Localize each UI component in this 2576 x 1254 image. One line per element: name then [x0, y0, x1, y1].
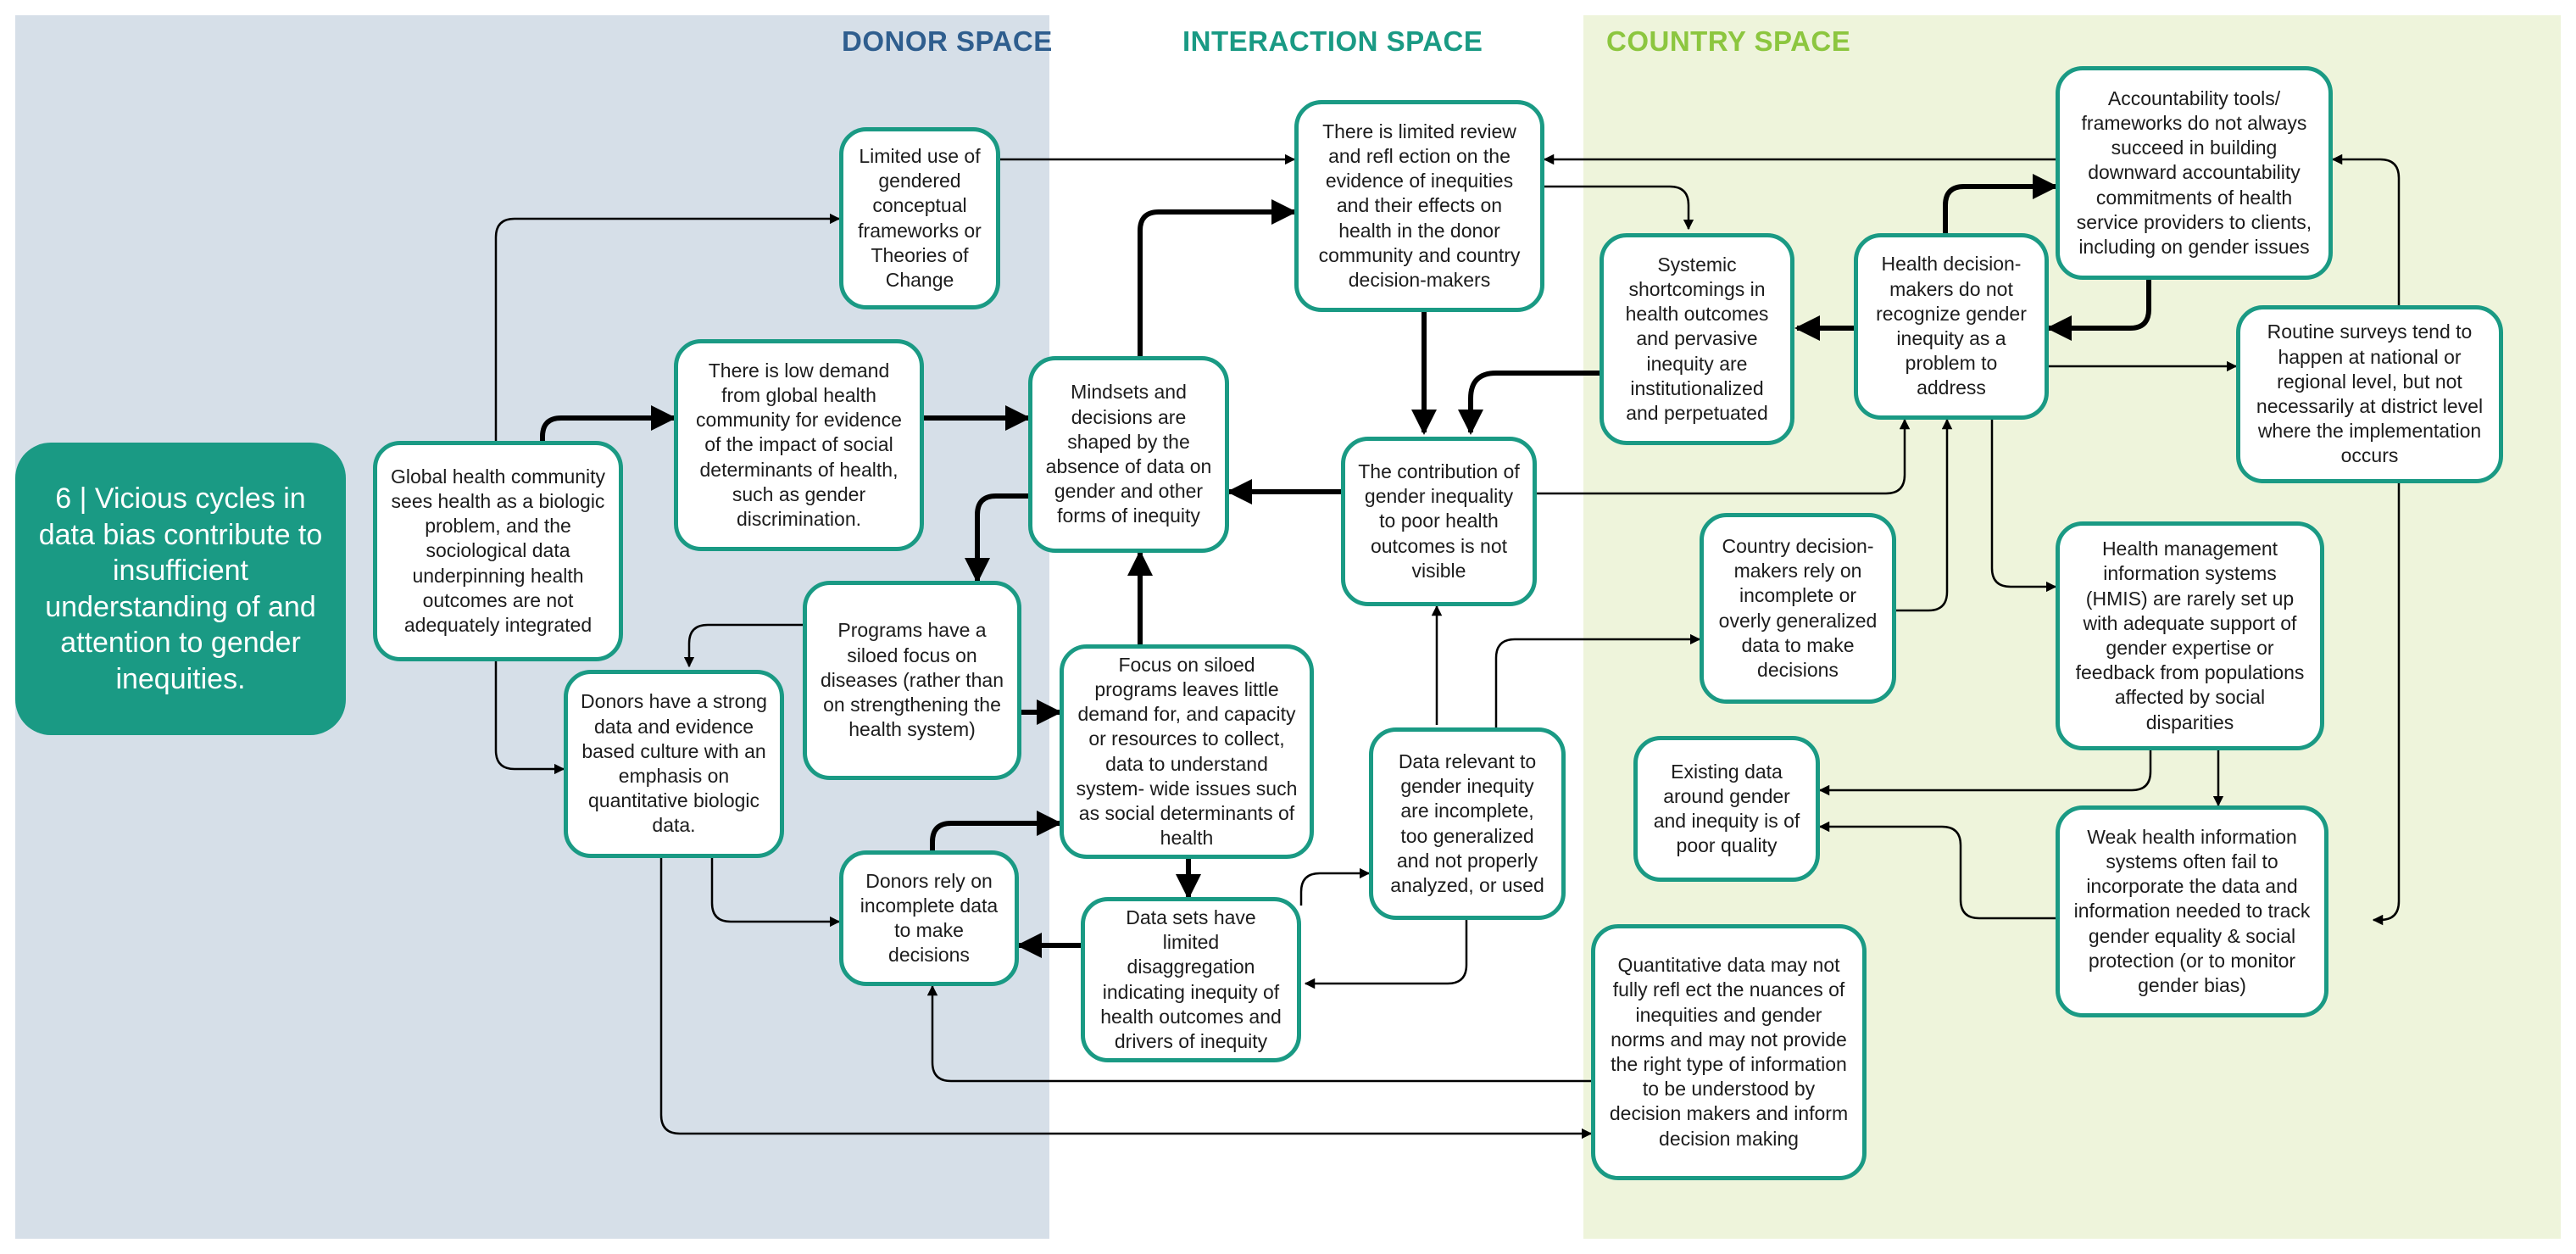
figure-title: 6 | Vicious cycles in data bias contribu… [15, 443, 346, 735]
country-space-title: COUNTRY SPACE [1606, 25, 1851, 57]
node-hmis: Health management information systems (H… [2056, 521, 2324, 750]
interaction-space-title: INTERACTION SPACE [1182, 25, 1483, 57]
node-donors-incomplete: Donors rely on incomplete data to make d… [839, 850, 1019, 986]
node-limited-frameworks: Limited use of gendered conceptual frame… [839, 127, 1000, 309]
node-siloed-focus: Programs have a siloed focus on diseases… [803, 581, 1021, 780]
node-decision-makers: Health decision-makers do not recognize … [1854, 233, 2049, 420]
node-routine-surveys: Routine surveys tend to happen at nation… [2236, 305, 2503, 483]
node-country-rely: Country decision-makers rely on incomple… [1700, 513, 1896, 704]
node-systemic: Systemic shortcomings in health outcomes… [1600, 233, 1794, 445]
node-quantitative: Quantitative data may not fully refl ect… [1591, 924, 1867, 1180]
node-weak-systems: Weak health information systems often fa… [2056, 805, 2328, 1017]
node-global-health: Global health community sees health as a… [373, 441, 623, 661]
node-contribution: The contribution of gender inequality to… [1341, 437, 1537, 606]
node-data-relevant: Data relevant to gender inequity are inc… [1369, 727, 1566, 920]
node-limited-review: There is limited review and refl ection … [1294, 100, 1544, 312]
node-existing-data: Existing data around gender and inequity… [1633, 736, 1820, 882]
node-low-demand: There is low demand from global health c… [674, 339, 924, 551]
node-donors-culture: Donors have a strong data and evidence b… [564, 670, 784, 858]
node-mindsets: Mindsets and decisions are shaped by the… [1028, 356, 1229, 553]
node-siloed-programs: Focus on siloed programs leaves little d… [1060, 644, 1314, 859]
node-accountability: Accountability tools/ frameworks do not … [2056, 66, 2333, 280]
node-disaggregation: Data sets have limited disaggregation in… [1081, 897, 1301, 1062]
donor-space-title: DONOR SPACE [842, 25, 1053, 57]
